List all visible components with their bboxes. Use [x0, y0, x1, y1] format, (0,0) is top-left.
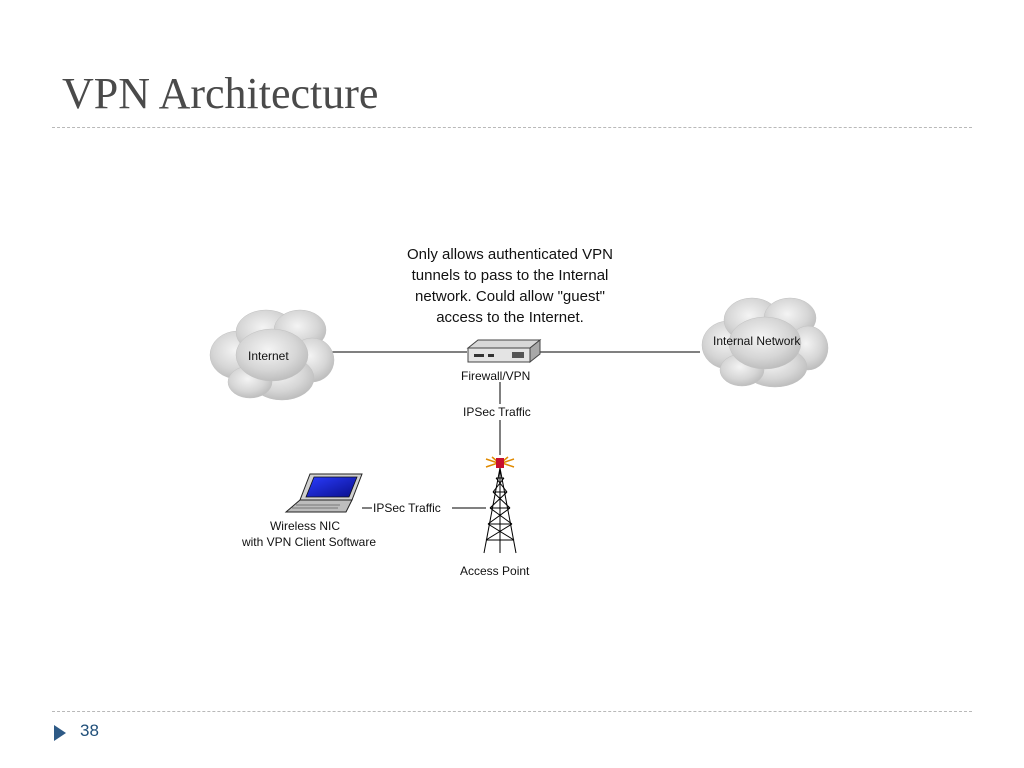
internet-cloud-icon — [209, 309, 335, 401]
footer-arrow-icon — [54, 725, 66, 741]
page-number: 38 — [80, 721, 99, 740]
internet-label: Internet — [248, 349, 289, 363]
internal-network-cloud-icon — [701, 297, 829, 388]
firewall-icon — [466, 338, 542, 364]
internal-network-label: Internal Network — [713, 334, 801, 348]
laptop-label-line-2: with VPN Client Software — [241, 535, 376, 549]
title-divider — [52, 127, 972, 128]
laptop-icon — [284, 473, 363, 513]
caption-line-4: access to the Internet. — [436, 309, 584, 326]
slide-title: VPN Architecture — [62, 69, 379, 118]
laptop-label-line-1: Wireless NIC — [270, 519, 340, 533]
caption-line-3: network. Could allow "guest" — [415, 288, 605, 305]
firewall-label: Firewall/VPN — [461, 369, 530, 383]
ipsec-horizontal-label: IPSec Traffic — [373, 501, 441, 515]
ipsec-vertical-label: IPSec Traffic — [463, 405, 531, 419]
antenna-tower-icon — [483, 456, 517, 554]
caption-line-1: Only allows authenticated VPN — [407, 246, 613, 263]
caption-line-2: tunnels to pass to the Internal — [412, 267, 609, 284]
access-point-label: Access Point — [460, 564, 530, 578]
footer-divider — [52, 711, 972, 712]
